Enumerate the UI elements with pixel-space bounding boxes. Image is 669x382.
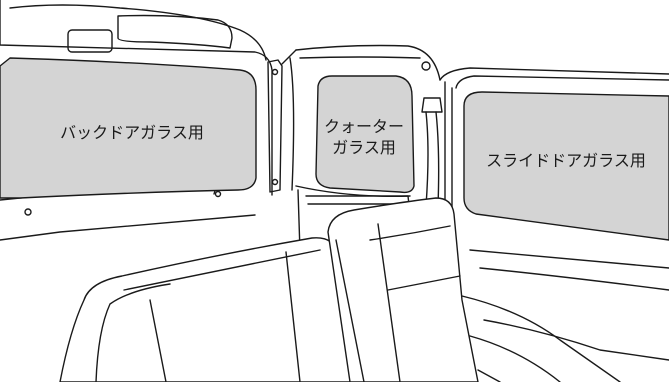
hinge-pillar: [267, 49, 297, 193]
quarter-glass: [315, 75, 415, 194]
slide-door-glass-label: スライドドアガラス用: [486, 151, 646, 170]
quarter-glass-label-line2: ガラス用: [332, 138, 396, 157]
slide-door: [439, 67, 669, 291]
seat-belt: [421, 97, 443, 207]
quarter-glass-label-line1: クォーター: [324, 117, 404, 136]
bench-seat: [59, 197, 479, 382]
seat-back-right: [327, 197, 479, 382]
floor-lines: [461, 295, 669, 382]
seat-back-left: [59, 237, 353, 382]
slide-door-glass: [463, 91, 669, 241]
back-door-glass-label: バックドアガラス用: [60, 123, 204, 142]
back-door-glass: [0, 57, 257, 199]
